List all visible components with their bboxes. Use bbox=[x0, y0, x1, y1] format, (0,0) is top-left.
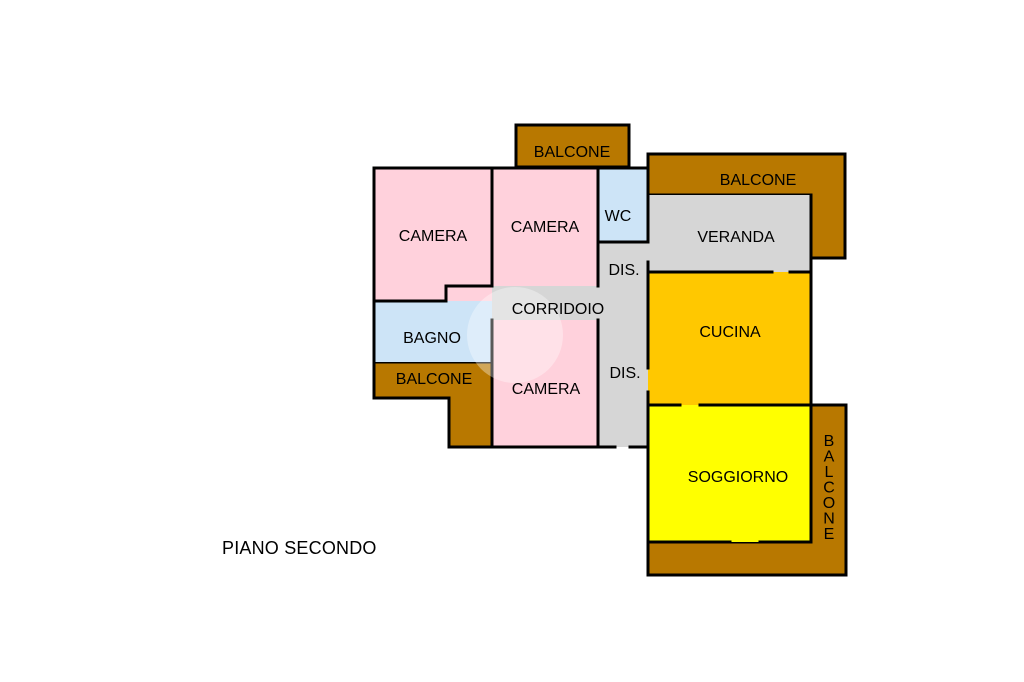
label-camera-2: CAMERA bbox=[511, 219, 580, 236]
label-wc: WC bbox=[605, 208, 632, 225]
camera-2-area bbox=[492, 168, 598, 286]
label-dis-2: DIS. bbox=[609, 365, 640, 382]
label-cucina: CUCINA bbox=[699, 324, 761, 341]
label-balcone-vertical-letter: B bbox=[824, 433, 835, 450]
soggiorno-area bbox=[648, 405, 811, 542]
label-balcone-vertical-letter: C bbox=[823, 480, 835, 497]
veranda-area bbox=[648, 195, 811, 272]
label-bagno: BAGNO bbox=[403, 330, 461, 347]
dis-area-1 bbox=[598, 242, 648, 286]
cucina-area bbox=[648, 272, 811, 405]
wc-area bbox=[598, 168, 648, 242]
label-camera-3: CAMERA bbox=[512, 381, 581, 398]
watermark-logo bbox=[467, 287, 563, 383]
label-balcone-vertical-letter: A bbox=[824, 449, 835, 466]
bagno-area bbox=[374, 301, 492, 362]
walls bbox=[372, 166, 813, 577]
floor-label: PIANO SECONDO bbox=[222, 538, 377, 558]
label-balcone-vertical-letter: L bbox=[825, 464, 834, 481]
label-balcone-left: BALCONE bbox=[396, 371, 472, 388]
dis-area-2 bbox=[598, 286, 648, 447]
label-dis-1: DIS. bbox=[608, 262, 639, 279]
label-balcone-right-top: BALCONE bbox=[720, 172, 796, 189]
camera-3-area bbox=[492, 320, 598, 447]
label-balcone-vertical-letter: E bbox=[824, 526, 835, 543]
label-balcone-top: BALCONE bbox=[534, 144, 610, 161]
label-corridoio: CORRIDOIO bbox=[512, 301, 604, 318]
label-balcone-right-vertical: BALCONE bbox=[823, 433, 835, 543]
label-camera-1: CAMERA bbox=[399, 228, 468, 245]
camera-1-area bbox=[374, 168, 492, 301]
label-soggiorno: SOGGIORNO bbox=[688, 469, 788, 486]
label-balcone-vertical-letter: N bbox=[823, 511, 835, 528]
label-balcone-vertical-letter: O bbox=[823, 495, 835, 512]
label-veranda: VERANDA bbox=[697, 229, 775, 246]
